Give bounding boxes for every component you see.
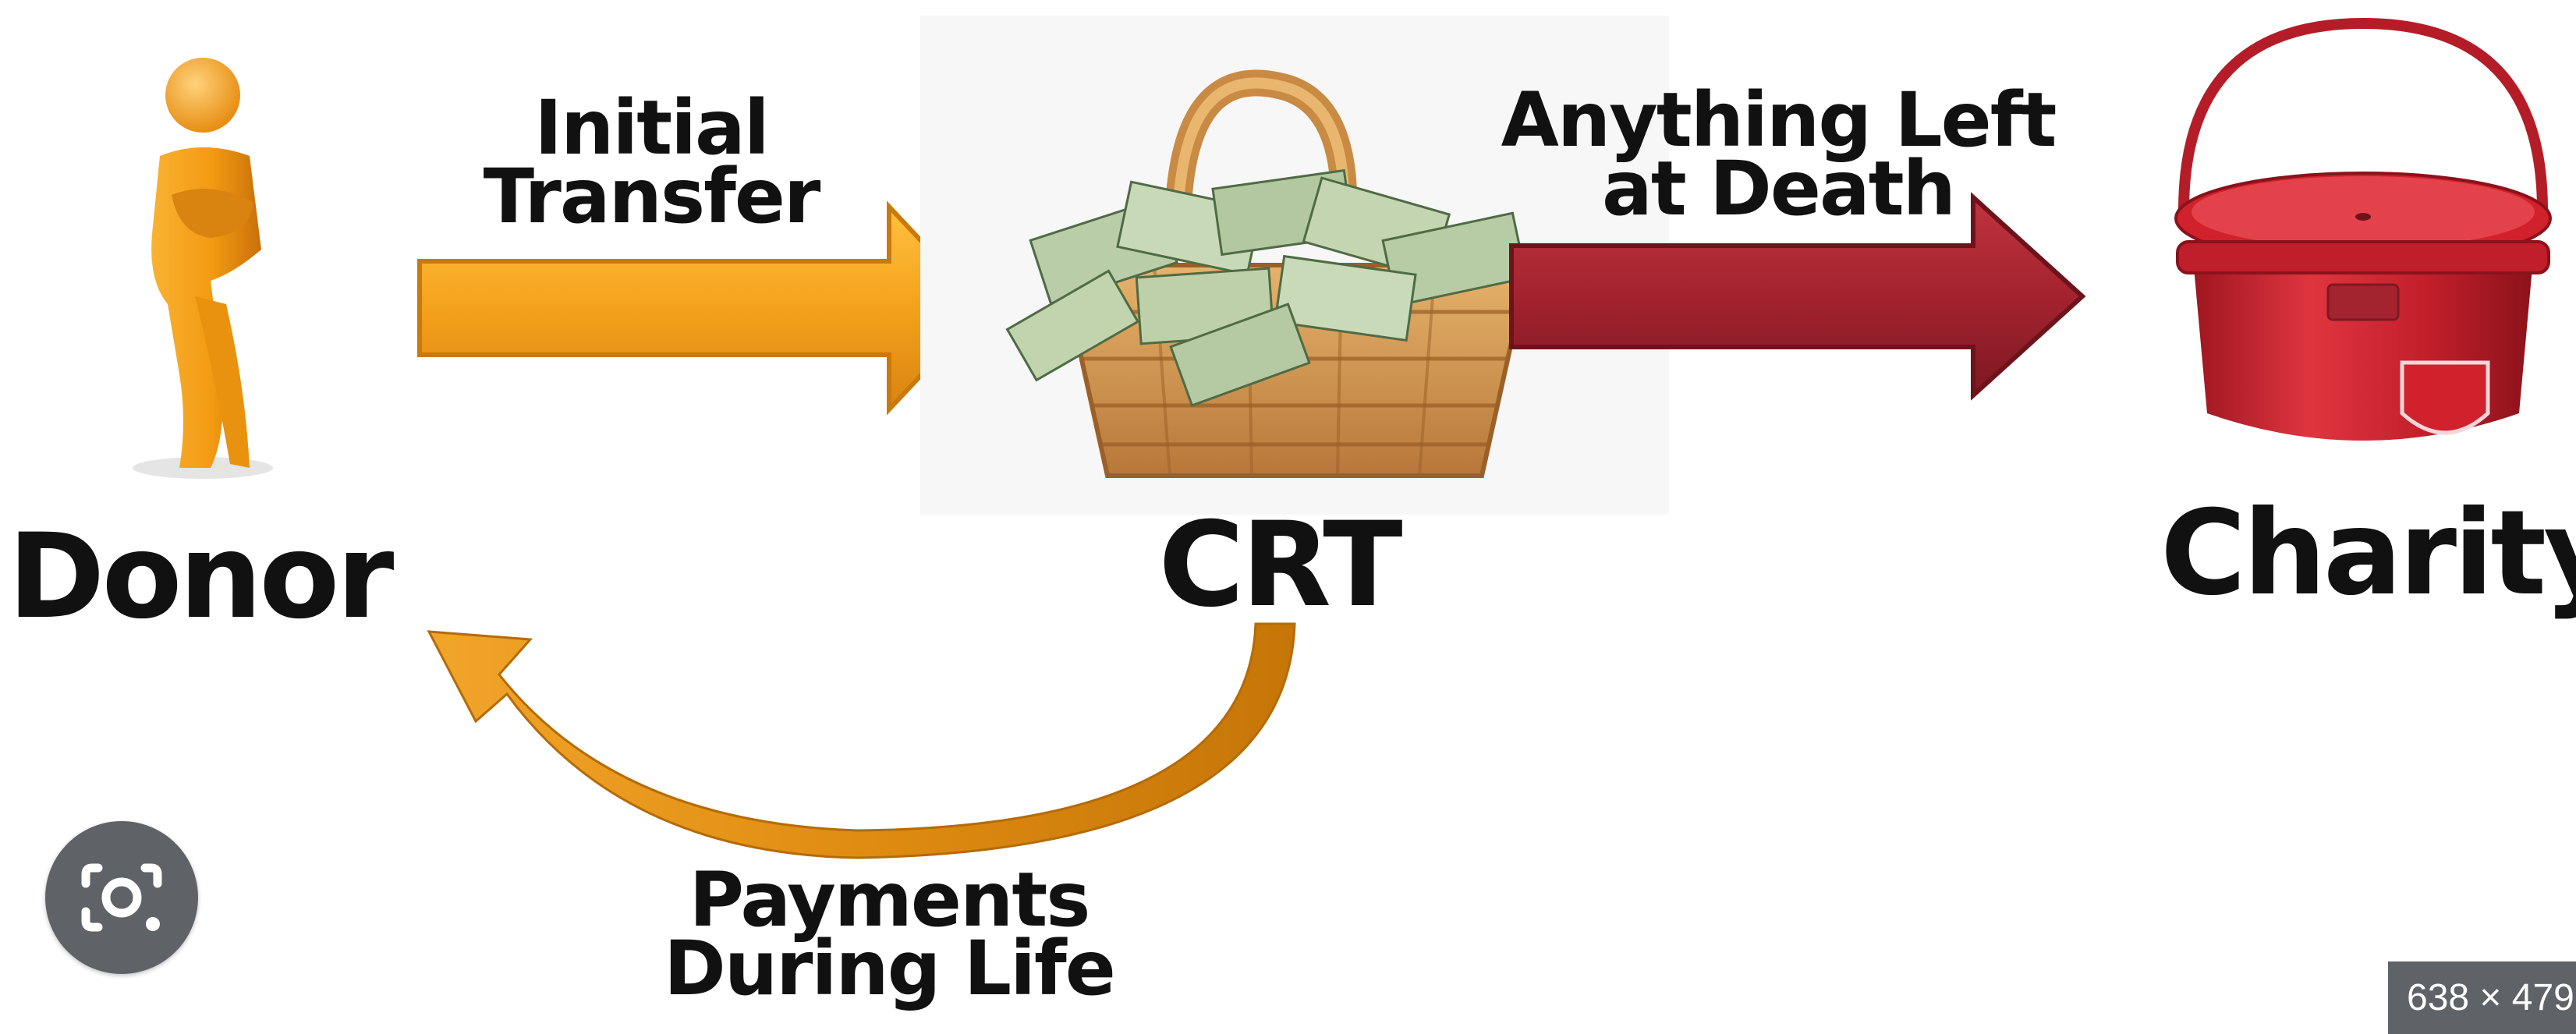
donor-figure-icon [133,58,273,479]
donor-label: Donor [8,509,394,645]
image-size-badge: 638 × 479 [2388,961,2576,1034]
anything-left-arrow [1509,192,2086,401]
anything-left-label: Anything Left at Death [1482,76,2075,232]
anything-left-line-2: at Death [1602,145,1956,232]
anything-left-line-1: Anything Left [1501,76,2057,164]
payments-line-2: During Life [664,925,1116,1012]
lens-search-button[interactable] [45,821,198,974]
lens-icon [81,863,162,932]
initial-transfer-line-1: Initial [534,84,769,172]
payments-line-1: Payments [689,856,1091,944]
charity-kettle-icon [2174,17,2552,441]
crt-label: CRT [1158,498,1402,633]
initial-transfer-line-2: Transfer [483,153,821,240]
initial-transfer-label: Initial Transfer [460,84,842,240]
charity-label: Charity [2160,486,2576,621]
payments-label: Payments During Life [624,856,1154,1012]
payments-curved-arrow [427,622,1296,859]
